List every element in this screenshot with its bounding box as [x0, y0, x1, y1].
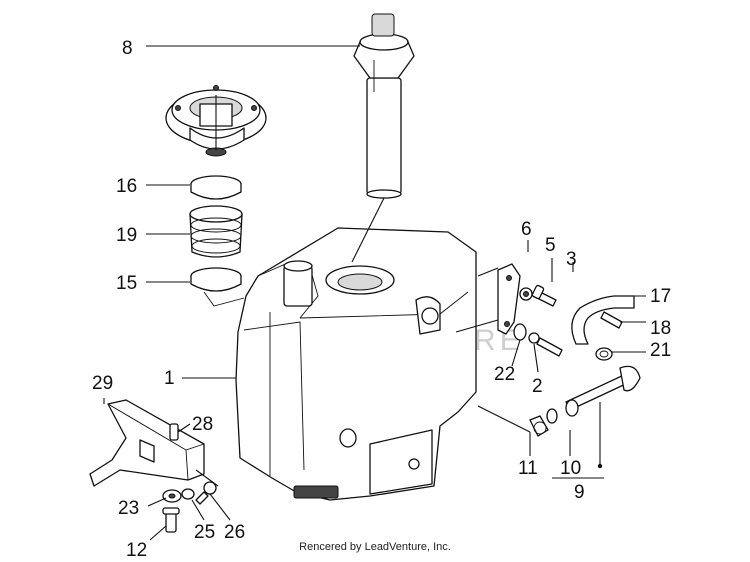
leader-lines	[103, 45, 646, 541]
callout-15: 15	[116, 273, 137, 294]
callouts: 8 16 19 15 6 5 3 17 18 21 22 2 1 29 28 1…	[92, 38, 671, 561]
part-11-clip	[529, 415, 549, 437]
part-3-bolt	[531, 284, 557, 307]
callout-2: 2	[532, 376, 543, 397]
footer-credit: Rencered by LeadVenture, Inc.	[299, 541, 451, 553]
callout-18: 18	[650, 318, 671, 339]
part-19-grommet	[189, 205, 243, 258]
callout-28: 28	[192, 414, 213, 435]
callout-3: 3	[566, 249, 577, 270]
part-2-bolt	[528, 332, 563, 357]
callout-25: 25	[194, 522, 215, 543]
part-10-oring	[546, 408, 558, 424]
callout-29: 29	[92, 373, 113, 394]
callout-5: 5	[545, 235, 556, 256]
callout-1: 1	[164, 368, 175, 389]
part-15-clamp	[190, 267, 245, 307]
callout-6: 6	[521, 219, 532, 240]
callout-22: 22	[494, 364, 515, 385]
callout-23: 23	[118, 498, 139, 519]
callout-16: 16	[116, 176, 137, 197]
part-12-bolt	[162, 507, 180, 533]
callout-8: 8	[122, 38, 133, 59]
callout-10: 10	[560, 458, 581, 479]
part-8-fuel-sender	[353, 13, 415, 199]
callout-11: 11	[518, 458, 538, 479]
callout-19: 19	[116, 225, 137, 246]
part-6-bracket	[497, 263, 521, 335]
callout-9: 9	[574, 482, 585, 503]
part-28-stud	[169, 423, 179, 441]
part-9-fuel-fitting	[565, 365, 641, 417]
part-1-fuel-tank	[235, 227, 477, 501]
callout-21: 21	[650, 340, 671, 361]
part-23-washer	[162, 489, 182, 503]
part-25-washer	[181, 488, 195, 500]
callout-12: 12	[126, 540, 147, 561]
part-22-washer	[513, 323, 527, 341]
callout-17: 17	[650, 286, 671, 307]
part-26-bolt	[195, 481, 217, 505]
part-21-clamp	[595, 347, 613, 361]
part-16-clamp	[190, 175, 242, 200]
callout-26: 26	[224, 522, 245, 543]
part-17-hose	[571, 295, 635, 345]
part-29-skid-plate	[89, 399, 205, 487]
part-18-screw	[600, 311, 623, 329]
part-5-washer	[519, 287, 533, 301]
